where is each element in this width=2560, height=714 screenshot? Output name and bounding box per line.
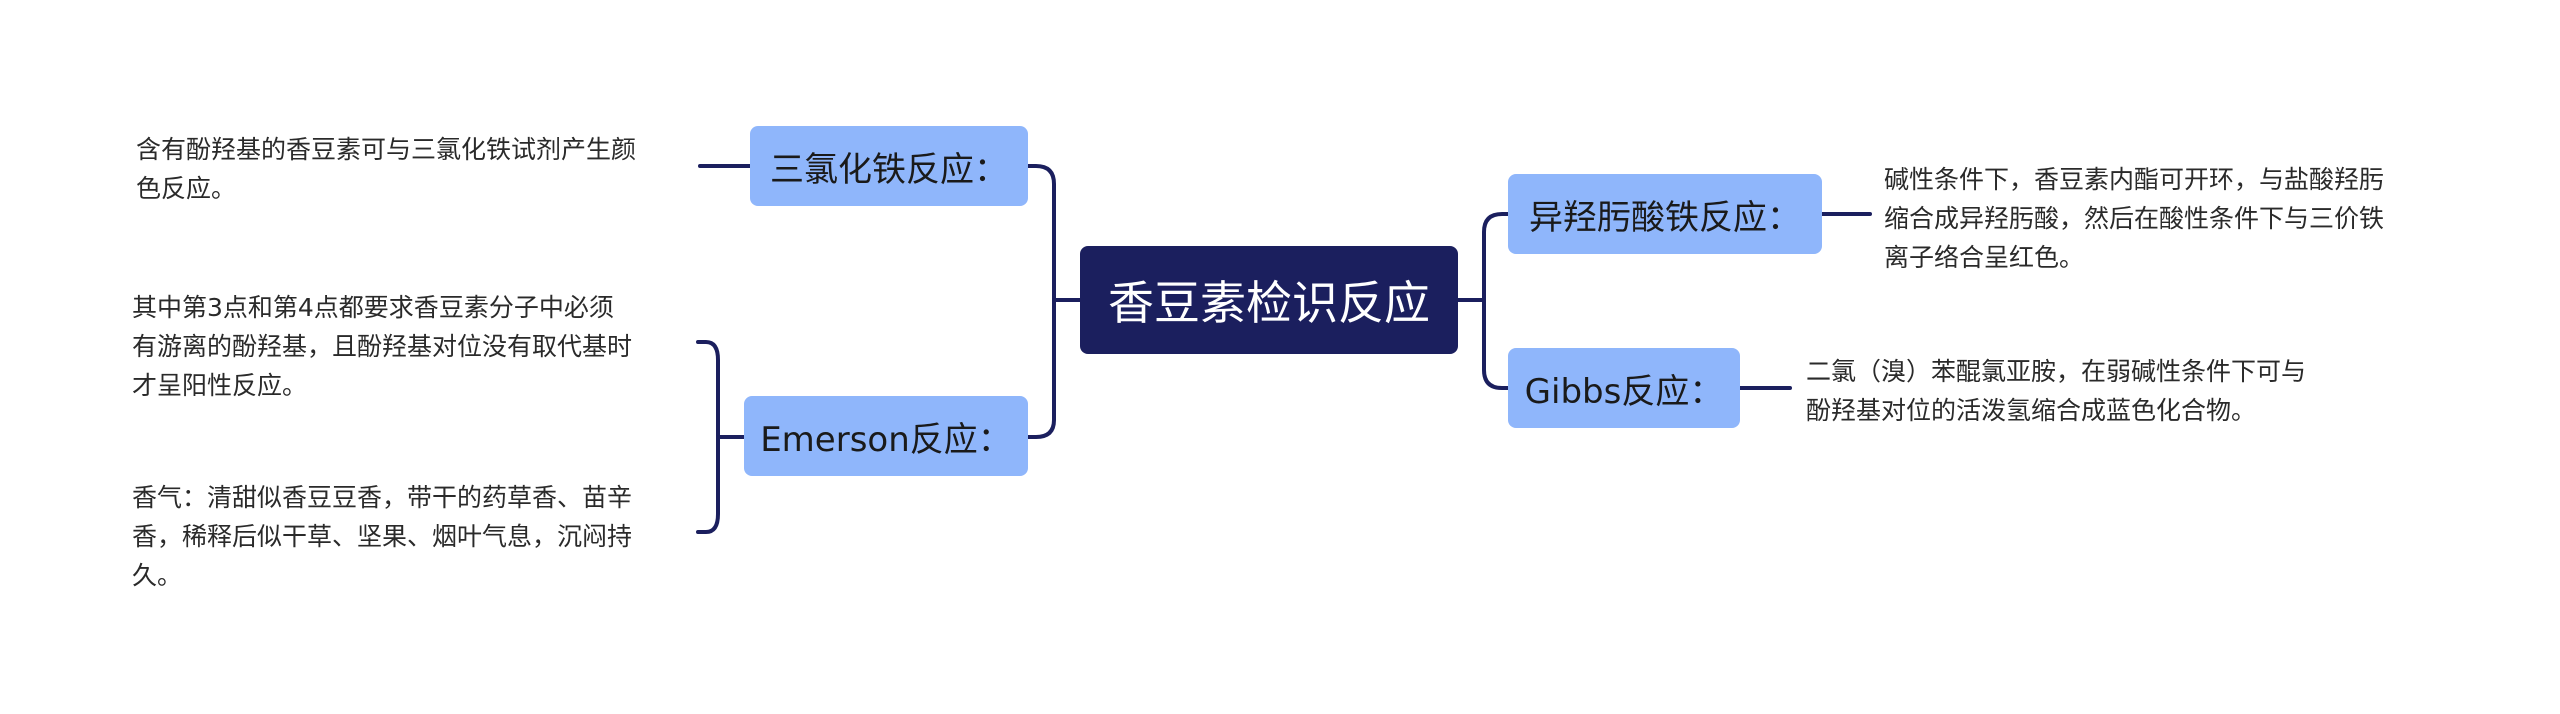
branch-label-gibbs: Gibbs反应： [1524,371,1724,412]
root-topic-label: 香豆素检识反应 [1108,276,1430,330]
branch-label-ferric-chloride: 三氯化铁反应： [770,149,1008,190]
leaf-line: 色反应。 [136,174,237,203]
connector-root-to-emerson [1026,298,1056,439]
leaf-line: 含有酚羟基的香豆素可与三氯化铁试剂产生颜 [136,135,637,164]
branch-node-emerson[interactable]: Emerson反应： [744,396,1028,476]
branch-node-hydroxamic[interactable]: 异羟肟酸铁反应： [1508,174,1822,254]
leaf-line: 离子络合呈红色。 [1884,243,2085,272]
leaf-ferric-chloride-description: 含有酚羟基的香豆素可与三氯化铁试剂产生颜 色反应。 [136,130,696,208]
connector-root-to-ferric [1026,164,1082,302]
leaf-line: 久。 [132,561,183,590]
leaf-line: 香，稀释后似干草、坚果、烟叶气息，沉闷持 [132,522,633,551]
branch-label-emerson: Emerson反应： [760,419,1012,460]
leaf-emerson-description-2: 香气：清甜似香豆豆香，带干的药草香、苗辛 香，稀释后似干草、坚果、烟叶气息，沉闷… [132,478,696,595]
leaf-line: 酚羟基对位的活泼氢缩合成蓝色化合物。 [1806,396,2257,425]
root-topic-node[interactable]: 香豆素检识反应 [1080,246,1458,354]
leaf-line: 香气：清甜似香豆豆香，带干的药草香、苗辛 [132,483,633,512]
leaf-gibbs-description: 二氯（溴）苯醌氯亚胺，在弱碱性条件下可与 酚羟基对位的活泼氢缩合成蓝色化合物。 [1806,352,2386,430]
connector-root-to-gibbs [1482,298,1510,390]
connector-root-to-hydroxamic [1456,212,1510,302]
leaf-line: 二氯（溴）苯醌氯亚胺，在弱碱性条件下可与 [1806,357,2307,386]
connector-emerson-to-leaf-1 [696,340,746,439]
leaf-line: 缩合成异羟肟酸，然后在酸性条件下与三价铁 [1884,204,2385,233]
leaf-line: 碱性条件下，香豆素内酯可开环，与盐酸羟肟 [1884,165,2385,194]
connector-emerson-to-leaf-2 [696,435,720,534]
leaf-line: 才呈阳性反应。 [132,371,308,400]
branch-label-hydroxamic: 异羟肟酸铁反应： [1529,197,1801,238]
branch-node-ferric-chloride[interactable]: 三氯化铁反应： [750,126,1028,206]
leaf-line: 其中第3点和第4点都要求香豆素分子中必须 [132,293,614,322]
branch-node-gibbs[interactable]: Gibbs反应： [1508,348,1740,428]
leaf-line: 有游离的酚羟基，且酚羟基对位没有取代基时 [132,332,633,361]
leaf-hydroxamic-description: 碱性条件下，香豆素内酯可开环，与盐酸羟肟 缩合成异羟肟酸，然后在酸性条件下与三价… [1884,160,2464,277]
leaf-emerson-description-1: 其中第3点和第4点都要求香豆素分子中必须 有游离的酚羟基，且酚羟基对位没有取代基… [132,288,696,405]
